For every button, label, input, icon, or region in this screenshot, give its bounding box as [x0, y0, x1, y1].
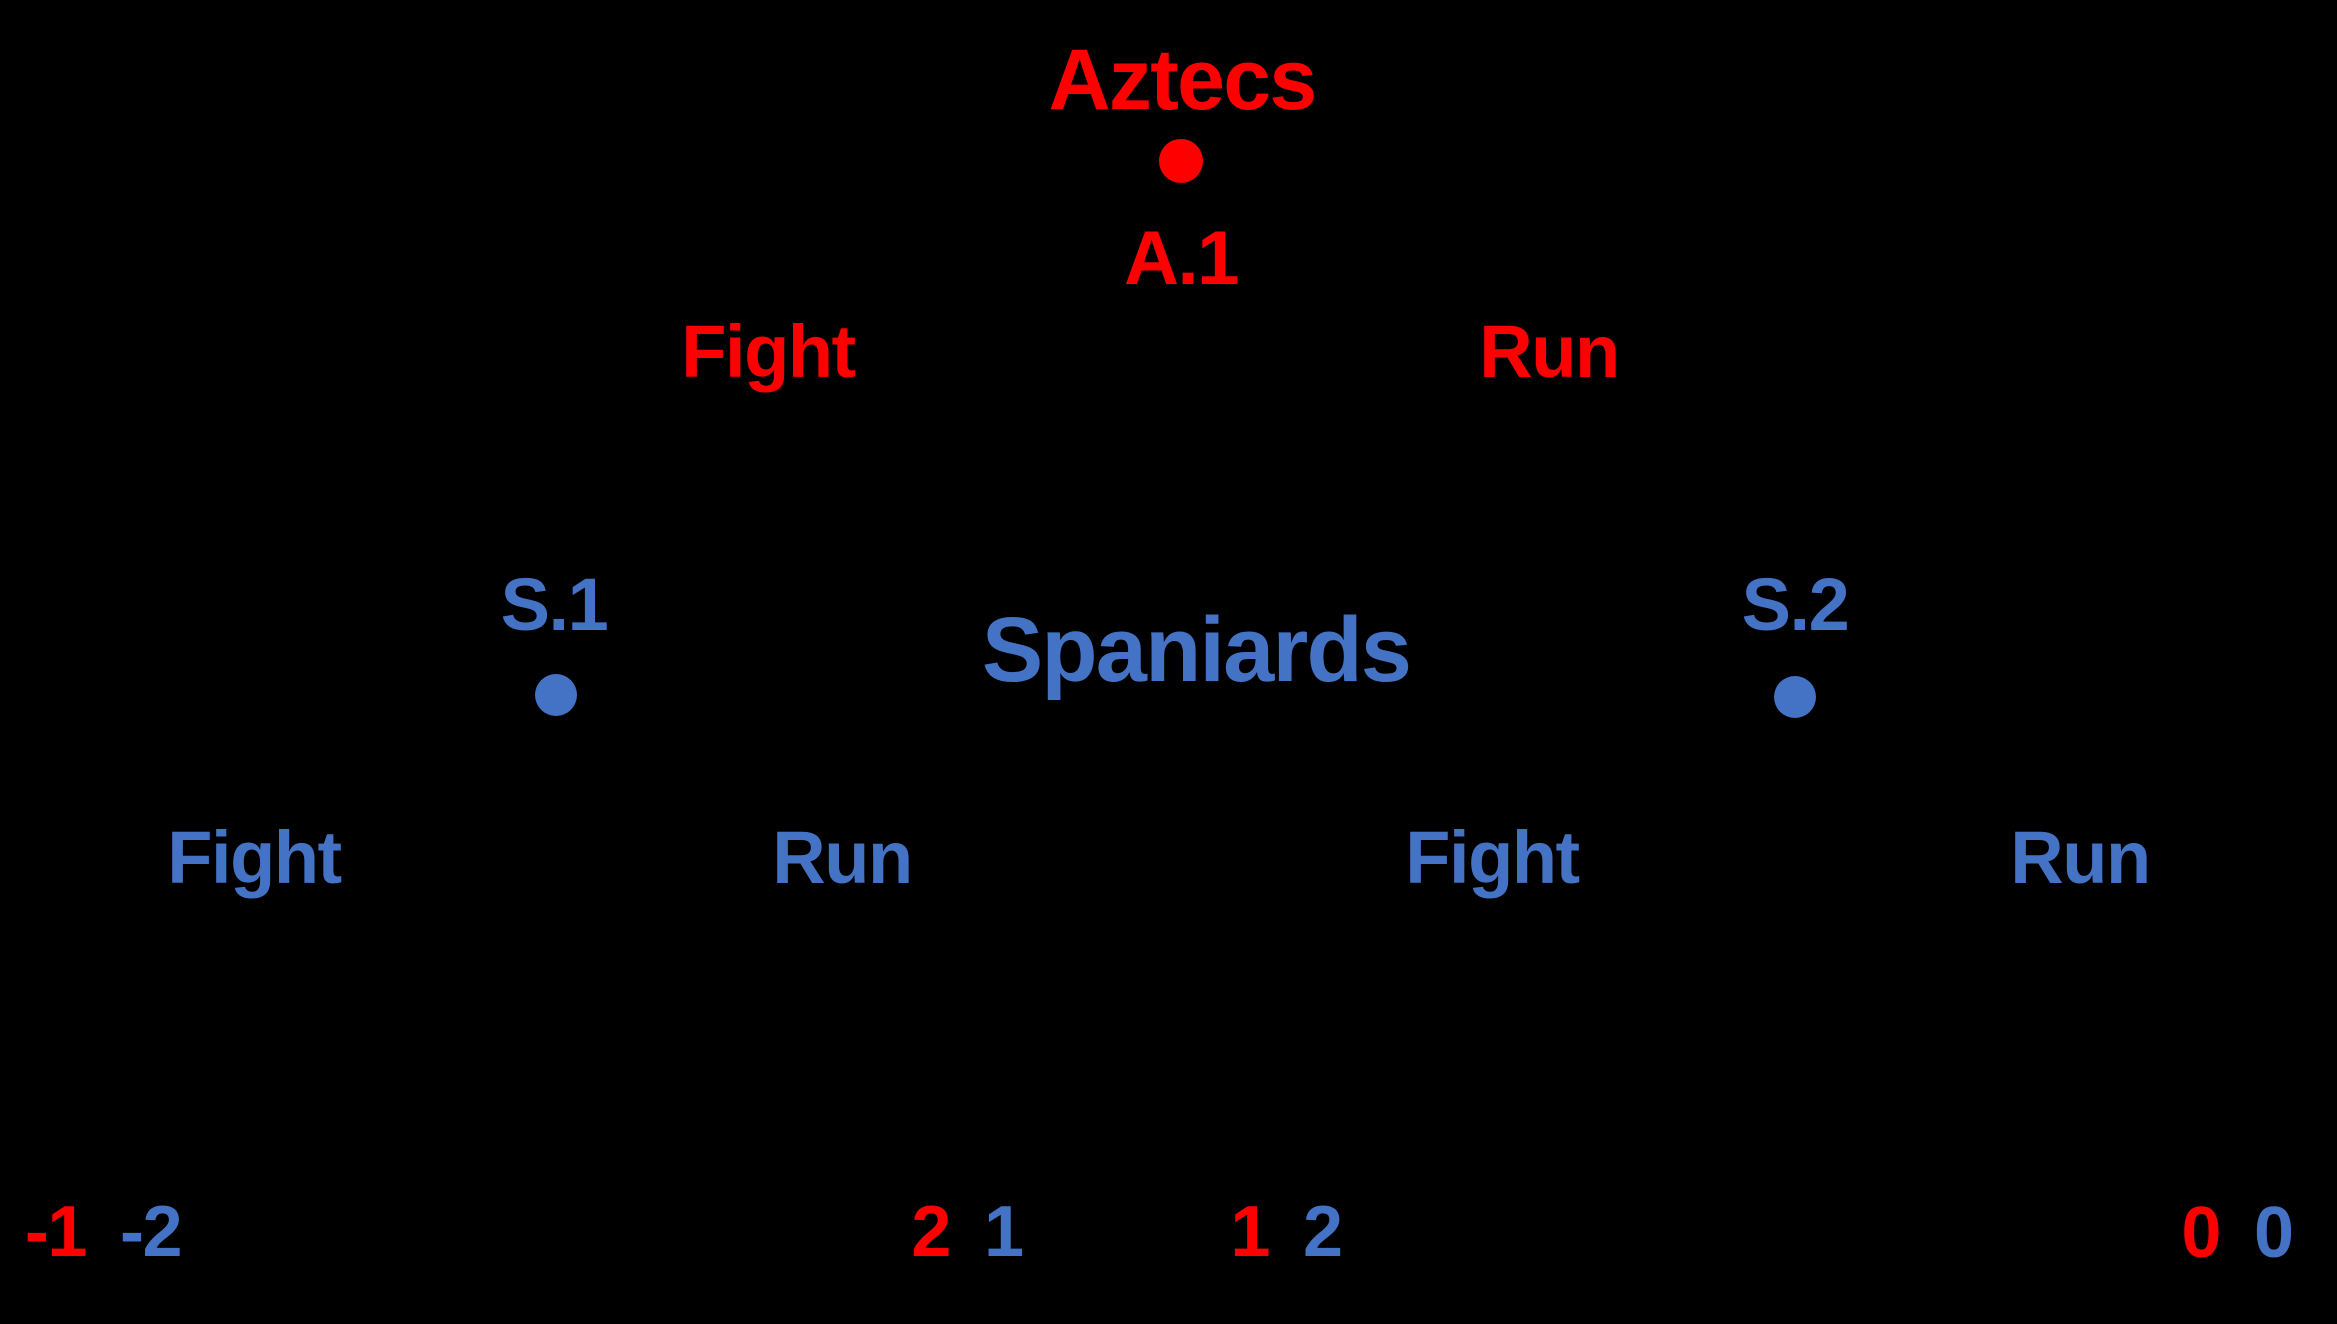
aztec-action-run-label: Run	[1479, 310, 1620, 393]
spaniards-player-label: Spaniards	[981, 599, 1412, 701]
spaniard-node-s1-id-label: S.1	[500, 563, 609, 646]
spaniard-decision-node-s1-dot	[535, 674, 577, 716]
aztec-node-id-label: A.1	[1124, 216, 1239, 301]
aztec-payoff-value: 0	[2181, 1193, 2221, 1273]
aztec-decision-node-dot	[1159, 139, 1203, 183]
payoff-pair-run-fight: 1 2	[1230, 1192, 1343, 1272]
aztec-action-fight-label: Fight	[681, 310, 856, 393]
aztec-payoff-value: 1	[1230, 1192, 1270, 1272]
aztecs-player-label: Aztecs	[1048, 32, 1318, 128]
spaniard-payoff-value: -2	[120, 1192, 183, 1272]
spaniard-s2-action-run-label: Run	[2010, 816, 2151, 899]
spaniard-payoff-value: 0	[2254, 1193, 2294, 1273]
spaniard-decision-node-s2-dot	[1774, 676, 1816, 718]
aztec-payoff-value: -1	[24, 1192, 88, 1272]
spaniard-s2-action-fight-label: Fight	[1405, 816, 1580, 899]
payoff-pair-fight-fight: -1 -2	[24, 1192, 183, 1272]
spaniard-payoff-value: 2	[1303, 1192, 1343, 1272]
spaniard-payoff-value: 1	[984, 1192, 1024, 1272]
payoff-pair-fight-run: 2 1	[911, 1192, 1024, 1272]
payoff-pair-run-run: 0 0	[2181, 1193, 2294, 1273]
spaniard-s1-action-fight-label: Fight	[167, 816, 342, 899]
spaniard-s1-action-run-label: Run	[772, 816, 913, 899]
spaniard-node-s2-id-label: S.2	[1741, 563, 1850, 646]
aztec-payoff-value: 2	[911, 1192, 951, 1272]
